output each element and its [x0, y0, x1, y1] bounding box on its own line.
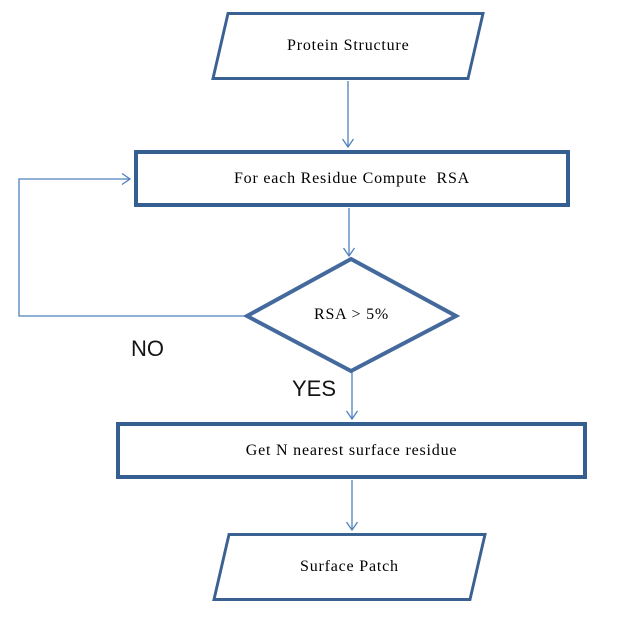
- node-compute-rsa: For each Residue Compute RSA: [134, 150, 570, 207]
- node-protein-structure: Protein Structure: [211, 12, 485, 80]
- node-label: For each Residue Compute RSA: [233, 169, 471, 187]
- arrowhead-down-icon: [341, 138, 355, 149]
- node-label: Protein Structure: [286, 37, 410, 54]
- arrowhead-down-icon: [345, 521, 359, 532]
- arrowhead-down-icon: [342, 247, 356, 258]
- connector-start-to-compute: [341, 81, 355, 149]
- node-surface-patch: Surface Patch: [212, 533, 487, 601]
- edge-label-no: NO: [131, 336, 164, 361]
- node-label: RSA > 5%: [314, 306, 389, 323]
- node-label: Surface Patch: [300, 558, 399, 575]
- node-rsa-decision: RSA > 5%: [247, 260, 456, 370]
- arrowhead-right-icon: [121, 172, 132, 186]
- arrowhead-down-icon: [345, 410, 359, 421]
- connector-decision-to-nearest: [345, 372, 359, 421]
- edge-label-yes: YES: [292, 376, 337, 401]
- connector-no-loop: [18, 172, 247, 317]
- node-nearest-surface: Get N nearest surface residue: [116, 422, 587, 479]
- node-rsa-decision-outline: [242, 256, 461, 374]
- node-label: Get N nearest surface residue: [245, 441, 458, 459]
- connector-compute-to-decision: [342, 208, 356, 258]
- connector-nearest-to-patch: [345, 480, 359, 532]
